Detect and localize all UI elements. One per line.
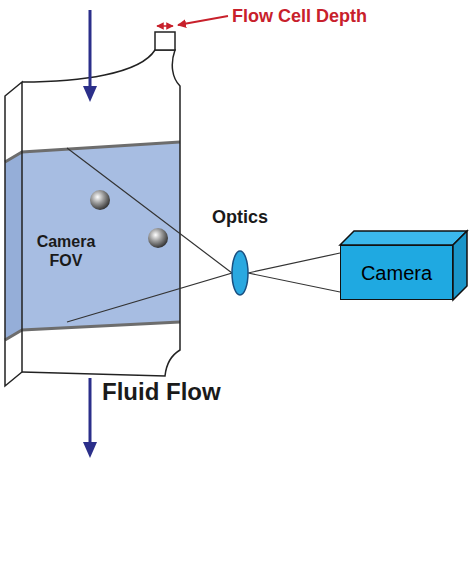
optics-lens: Optics [200,206,280,298]
light-ray [248,253,340,292]
lens-shape [231,250,249,296]
node-text: Camera [361,261,432,285]
cell-front-outline [22,50,180,376]
flow-arrow-head [83,442,97,458]
depth-leader-arrow [178,16,228,25]
camera-box: Camera [340,245,453,300]
cell-side-outline [5,82,22,386]
node-text: Camera FOV [28,232,104,270]
particle [148,228,168,248]
camera-top-face [340,231,467,245]
flow-arrow-line [89,10,92,88]
fov-band: Camera FOV [22,148,180,322]
cell-depth-post [155,32,175,50]
fov-edge-line [5,322,180,340]
particle [90,190,110,210]
flow-label: Fluid Flow [102,378,221,406]
cell-side-face [5,82,22,386]
dimension-label: Flow Cell Depth [232,6,367,27]
camera-side-face [453,231,467,300]
flow-arrow-line [89,378,92,444]
fov-side-band [5,152,22,340]
node-text: Optics [200,206,280,228]
flow-arrow-head [83,86,97,102]
fov-edge-line [5,142,180,162]
lens-ellipse [232,251,248,295]
depth-dimension-arrow [157,25,173,27]
fov-front-band [22,142,180,330]
